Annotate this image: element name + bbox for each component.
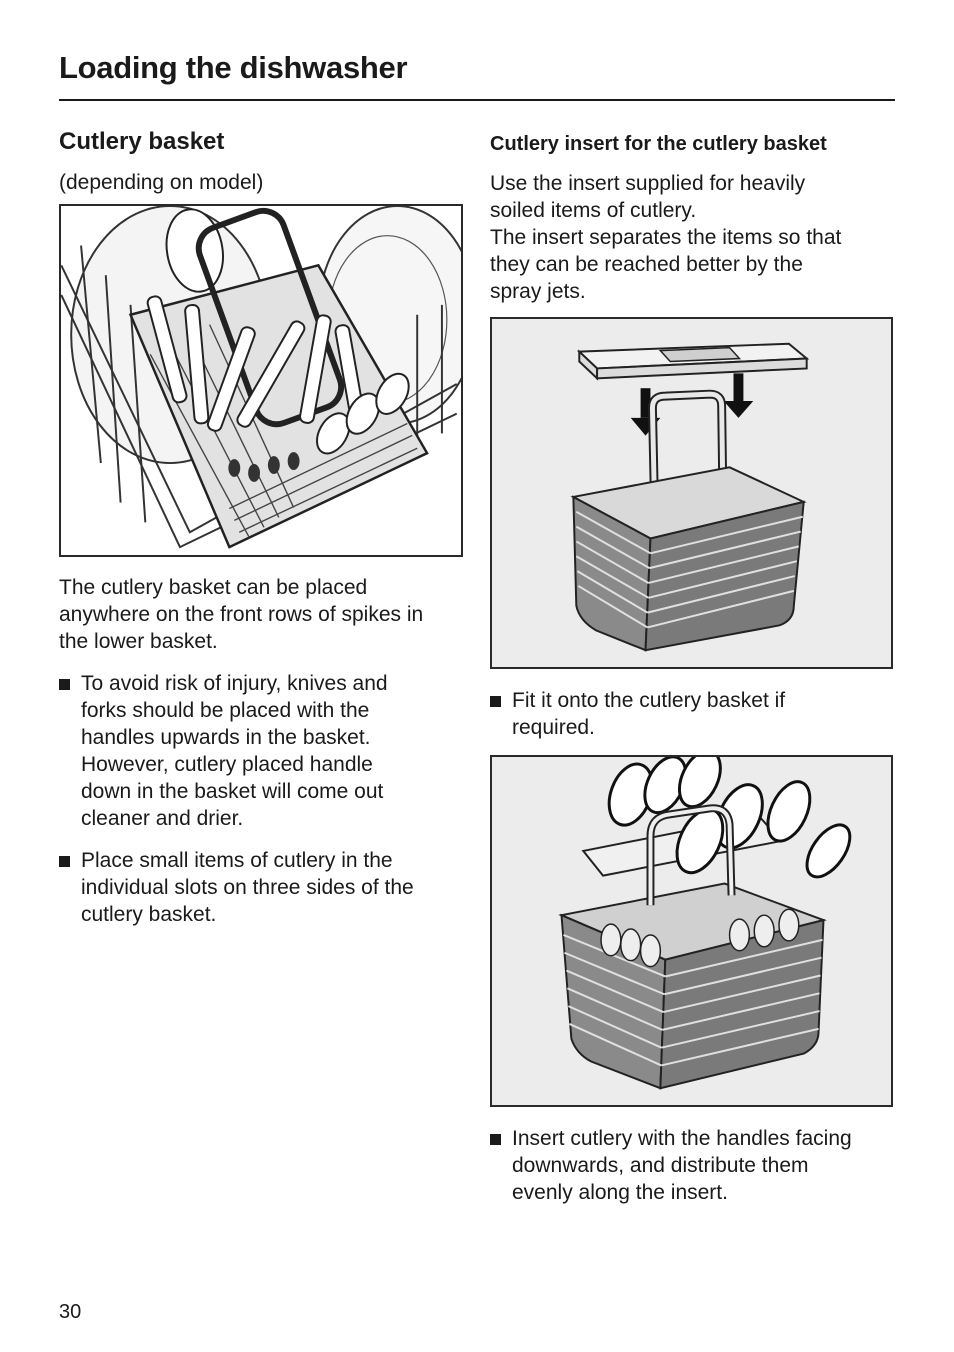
section-heading-cutlery-basket: Cutlery basket: [59, 128, 225, 155]
bullet-line: To avoid risk of injury, knives and: [81, 672, 388, 695]
bullet-line: forks should be placed with the: [81, 699, 370, 722]
intro-line: spray jets.: [490, 280, 586, 303]
bullet-line: Insert cutlery with the handles facing: [512, 1127, 852, 1150]
bullet-small-items: Place small items of cutlery in the indi…: [59, 847, 464, 928]
bullet-line: However, cutlery placed handle: [81, 753, 373, 776]
intro-line: they can be reached better by the: [490, 253, 803, 276]
intro-line: soiled items of cutlery.: [490, 199, 697, 222]
bullet-line: required.: [512, 716, 595, 739]
intro-line: The cutlery basket can be placed: [59, 576, 368, 599]
bullet-line: downwards, and distribute them: [512, 1154, 809, 1177]
bullet-square-icon: [59, 679, 70, 690]
intro-paragraph: The cutlery basket can be placed anywher…: [59, 574, 464, 655]
bullet-fit-insert: Fit it onto the cutlery basket if requir…: [490, 687, 895, 741]
page-number: 30: [59, 1301, 82, 1323]
insert-intro-paragraph: Use the insert supplied for heavily soil…: [490, 170, 895, 305]
bullet-square-icon: [59, 856, 70, 867]
intro-line: Use the insert supplied for heavily: [490, 172, 806, 195]
left-column: Cutlery basket (depending on model): [59, 124, 464, 928]
intro-line: anywhere on the front rows of spikes in: [59, 603, 424, 626]
insert-above-basket-drawing: [570, 342, 810, 652]
page-title: Loading the dishwasher: [59, 50, 408, 85]
intro-line: The insert separates the items so that: [490, 226, 842, 249]
bullet-line: evenly along the insert.: [512, 1181, 728, 1204]
bullet-insert-cutlery: Insert cutlery with the handles facing d…: [490, 1125, 895, 1206]
bullet-line: handles upwards in the basket.: [81, 726, 371, 749]
bullet-square-icon: [490, 696, 501, 707]
model-note: (depending on model): [59, 171, 264, 194]
basket-in-rack-drawing: [61, 206, 461, 549]
loaded-basket-drawing: [558, 757, 852, 1090]
insert-fitting-illustration: [490, 317, 893, 669]
bullet-line: Place small items of cutlery in the: [81, 849, 393, 872]
bullet-injury-risk: To avoid risk of injury, knives and fork…: [59, 670, 464, 832]
title-rule: [59, 99, 895, 101]
bullet-line: individual slots on three sides of the: [81, 876, 414, 899]
right-column: Cutlery insert for the cutlery basket Us…: [490, 130, 895, 1206]
loaded-insert-illustration: [490, 755, 893, 1107]
bullet-square-icon: [490, 1134, 501, 1145]
bullet-line: cutlery basket.: [81, 903, 217, 926]
bullet-line: cleaner and drier.: [81, 807, 244, 830]
bullet-line: down in the basket will come out: [81, 780, 384, 803]
bullet-line: Fit it onto the cutlery basket if: [512, 689, 786, 712]
intro-line: the lower basket.: [59, 630, 218, 653]
cutlery-basket-illustration: [59, 204, 463, 557]
section-heading-cutlery-insert: Cutlery insert for the cutlery basket: [490, 133, 827, 155]
